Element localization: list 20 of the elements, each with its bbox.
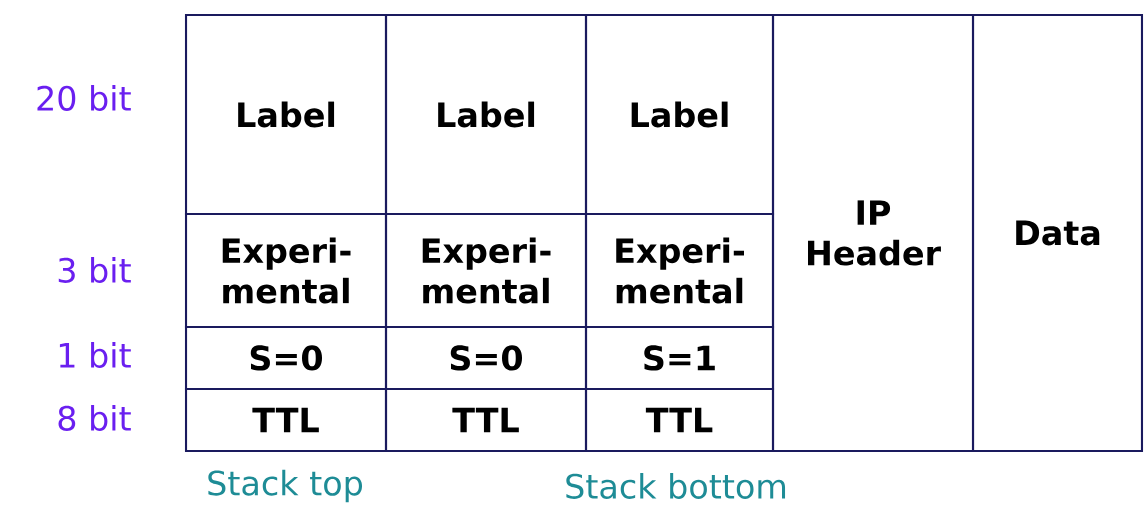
table-cell: IP Header	[771, 14, 975, 452]
table-cell: Label	[584, 13, 775, 216]
bit-width-label: 20 bit	[37, 85, 131, 111]
table-cell: Experi- mental	[584, 212, 775, 329]
table-cell: Experi- mental	[384, 212, 588, 329]
bit-width-label: 3 bit	[58, 257, 131, 283]
table-cell: S=0	[184, 325, 388, 391]
table-cell: TTL	[384, 387, 588, 453]
bit-width-label: 1 bit	[59, 342, 131, 368]
table-cell: Label	[384, 13, 588, 216]
table-cell: S=1	[584, 325, 775, 391]
table-cell: Label	[184, 13, 388, 216]
table-cell: S=0	[384, 325, 588, 391]
table-cell: TTL	[184, 387, 388, 453]
table-cell: TTL	[584, 387, 775, 453]
table-cell: Data	[971, 14, 1144, 452]
table-cell: Experi- mental	[184, 212, 388, 329]
stack-position-label: Stack bottom	[566, 473, 786, 499]
bit-width-label: 8 bit	[58, 405, 131, 431]
stack-position-label: Stack top	[208, 469, 362, 503]
